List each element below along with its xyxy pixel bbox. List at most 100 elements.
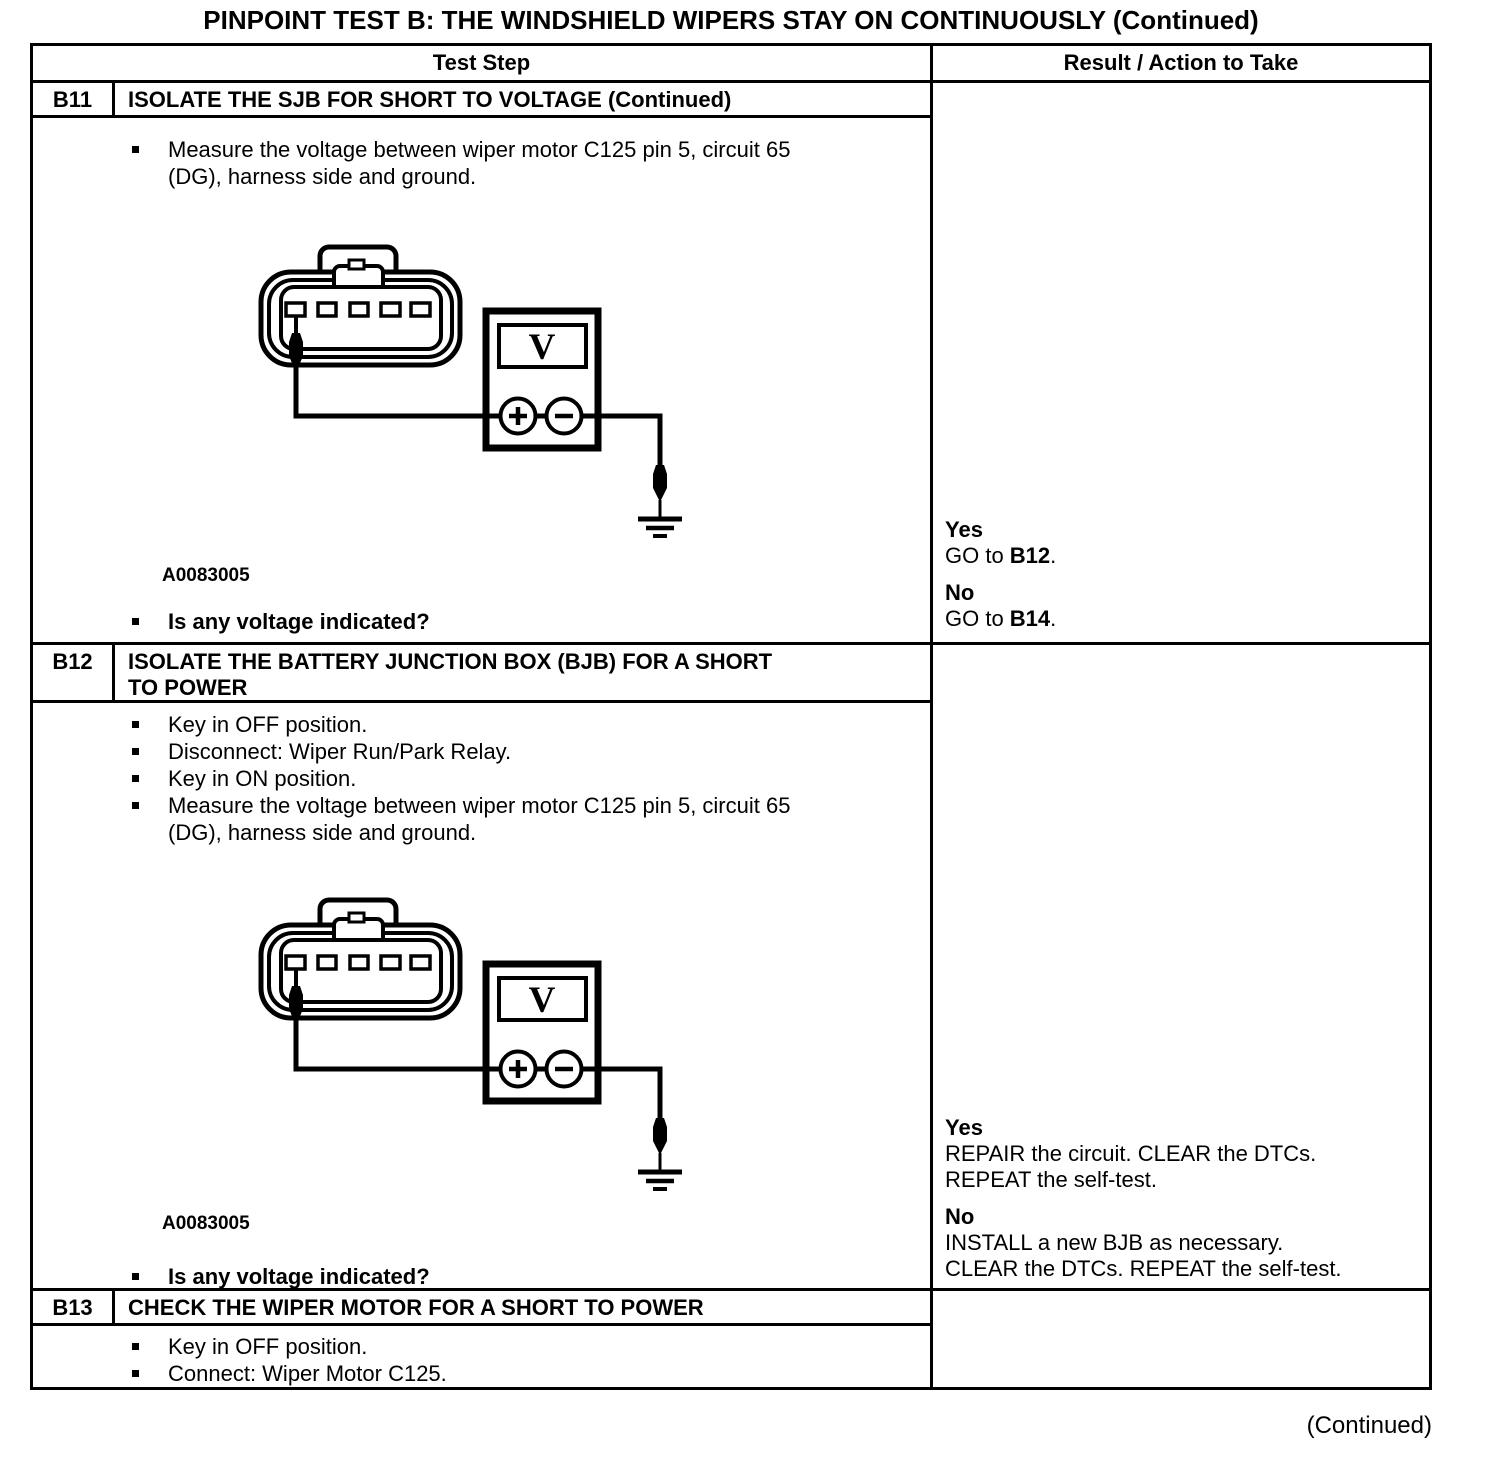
instruction-text: Connect: Wiper Motor C125. (168, 1361, 447, 1386)
connector-pin-3 (348, 953, 370, 971)
question-text: Is any voltage indicated? (168, 608, 430, 634)
continued-note: (Continued) (1306, 1412, 1432, 1439)
result-yes: Yes GO to B12. (945, 517, 1421, 569)
step-id: B13 (33, 1291, 115, 1323)
result-action: GO to B14. (945, 606, 1421, 632)
question-text: Is any voltage indicated? (168, 1263, 430, 1289)
voltmeter-display (497, 322, 588, 369)
result-action: REPAIR the circuit. CLEAR the DTCs. REPE… (945, 1141, 1317, 1192)
action-text: . (1050, 542, 1057, 568)
column-header-result: Result / Action to Take (1063, 49, 1299, 75)
page-title: PINPOINT TEST B: THE WINDSHIELD WIPERS S… (203, 5, 1259, 35)
ground-symbol-icon (638, 516, 682, 538)
result-yes: Yes REPAIR the circuit. CLEAR the DTCs. … (945, 1115, 1421, 1193)
step-id: B12 (33, 644, 115, 700)
instruction-text: Measure the voltage between wiper motor … (168, 792, 791, 845)
bullet-icon (132, 1333, 168, 1360)
voltage-test-diagram-svg: V (258, 897, 682, 1191)
instruction-text: Key in OFF position. (168, 1334, 368, 1359)
table-header-row: Test Step Result / Action to Take (33, 46, 1429, 83)
connector-pin-5 (409, 301, 432, 318)
connector-cavity (279, 937, 443, 1004)
action-target-step: B14 (1009, 605, 1051, 631)
connector-pin-4 (379, 953, 402, 971)
test-step-cell-b13: B13 CHECK THE WIPER MOTOR FOR A SHORT TO… (33, 1291, 933, 1387)
voltage-test-diagram: V (258, 239, 708, 554)
step-question: Is any voltage indicated? (132, 608, 430, 635)
voltmeter: V (482, 960, 602, 1105)
voltmeter-body (482, 307, 602, 452)
result-answer: No (945, 1204, 975, 1229)
result-cell-b12: Yes REPAIR the circuit. CLEAR the DTCs. … (933, 645, 1429, 1288)
list-item: Measure the voltage between wiper motor … (33, 792, 930, 846)
connector-pin-1 (284, 301, 307, 318)
voltmeter-label: V (529, 980, 556, 1021)
test-step-row-b12: B12 ISOLATE THE BATTERY JUNCTION BOX (BJ… (33, 644, 1429, 1291)
list-item: Key in OFF position. (33, 1333, 930, 1360)
figure-id-label: A0083005 (162, 564, 250, 586)
bullet-icon (132, 608, 168, 635)
wiper-motor-connector (258, 244, 463, 368)
plus-terminal-icon (498, 396, 538, 436)
plus-terminal-icon (498, 1049, 538, 1089)
step-header-b11: B11 ISOLATE THE SJB FOR SHORT TO VOLTAGE… (33, 82, 930, 118)
result-cell-b11: Yes GO to B12. No GO to B14. (933, 83, 1429, 642)
connector-tab-notch (347, 258, 366, 271)
step-title: ISOLATE THE BATTERY JUNCTION BOX (BJB) F… (128, 648, 773, 700)
column-header-test-step: Test Step (33, 46, 933, 80)
result-cell-b13 (933, 1291, 1429, 1387)
bullet-icon (132, 738, 168, 765)
connector-pin-2 (316, 953, 338, 971)
voltmeter: V (482, 307, 602, 452)
step-instructions: Key in OFF position. Disconnect: Wiper R… (33, 703, 930, 846)
ground-probe-icon (653, 464, 667, 519)
step-title: CHECK THE WIPER MOTOR FOR A SHORT TO POW… (128, 1295, 704, 1320)
test-probe-icon (289, 315, 303, 368)
step-body-b12: Key in OFF position. Disconnect: Wiper R… (33, 703, 930, 1290)
list-item: Key in OFF position. (33, 711, 930, 738)
connector-pin-3 (348, 301, 370, 318)
figure-id-label: A0083005 (162, 1212, 250, 1234)
connector-tab-notch (347, 911, 366, 924)
connector-cavity (279, 284, 443, 351)
instruction-text: Key in ON position. (168, 765, 357, 791)
connector-pin-2 (316, 301, 338, 318)
test-step-row-b13: B13 CHECK THE WIPER MOTOR FOR A SHORT TO… (33, 1291, 1429, 1387)
step-id: B11 (33, 82, 115, 115)
step-title: ISOLATE THE SJB FOR SHORT TO VOLTAGE (Co… (128, 86, 732, 112)
connector-pin-1 (284, 953, 307, 971)
list-item: Measure the voltage between wiper motor … (33, 136, 930, 190)
voltage-test-diagram-svg: V (258, 244, 682, 538)
result-answer: Yes (945, 1115, 983, 1140)
connector-pin-4 (379, 301, 402, 318)
step-instructions: Key in OFF position. Connect: Wiper Moto… (33, 1326, 930, 1387)
action-text: . (1050, 605, 1057, 631)
pinpoint-test-table: Test Step Result / Action to Take B11 IS… (30, 43, 1432, 1390)
instruction-text: Disconnect: Wiper Run/Park Relay. (168, 738, 512, 764)
ground-probe-icon (653, 1117, 667, 1172)
step-header-b12: B12 ISOLATE THE BATTERY JUNCTION BOX (BJ… (33, 644, 930, 703)
connector-pin-5 (409, 953, 432, 971)
result-no: No GO to B14. (945, 580, 1421, 632)
voltmeter-display (497, 975, 588, 1022)
list-item: Disconnect: Wiper Run/Park Relay. (33, 738, 930, 765)
action-text: GO to (945, 605, 1010, 631)
minus-terminal-icon (544, 396, 584, 436)
bullet-icon (132, 1263, 168, 1290)
test-lead-wire (293, 1016, 663, 1122)
test-step-row-b11: B11 ISOLATE THE SJB FOR SHORT TO VOLTAGE… (33, 82, 1429, 645)
bullet-icon (132, 1360, 168, 1387)
list-item: Connect: Wiper Motor C125. (33, 1360, 930, 1387)
result-action: INSTALL a new BJB as necessary. CLEAR th… (945, 1230, 1342, 1281)
instruction-text: Key in OFF position. (168, 711, 368, 737)
wiper-motor-connector (258, 897, 463, 1021)
bullet-icon (132, 711, 168, 738)
voltage-test-diagram: V (258, 892, 708, 1207)
bullet-icon (132, 792, 168, 846)
bullet-icon (132, 765, 168, 792)
step-body-b11: Measure the voltage between wiper motor … (33, 118, 930, 642)
step-instructions: Measure the voltage between wiper motor … (33, 118, 930, 190)
voltmeter-label: V (529, 327, 556, 368)
result-answer: No (945, 579, 975, 605)
